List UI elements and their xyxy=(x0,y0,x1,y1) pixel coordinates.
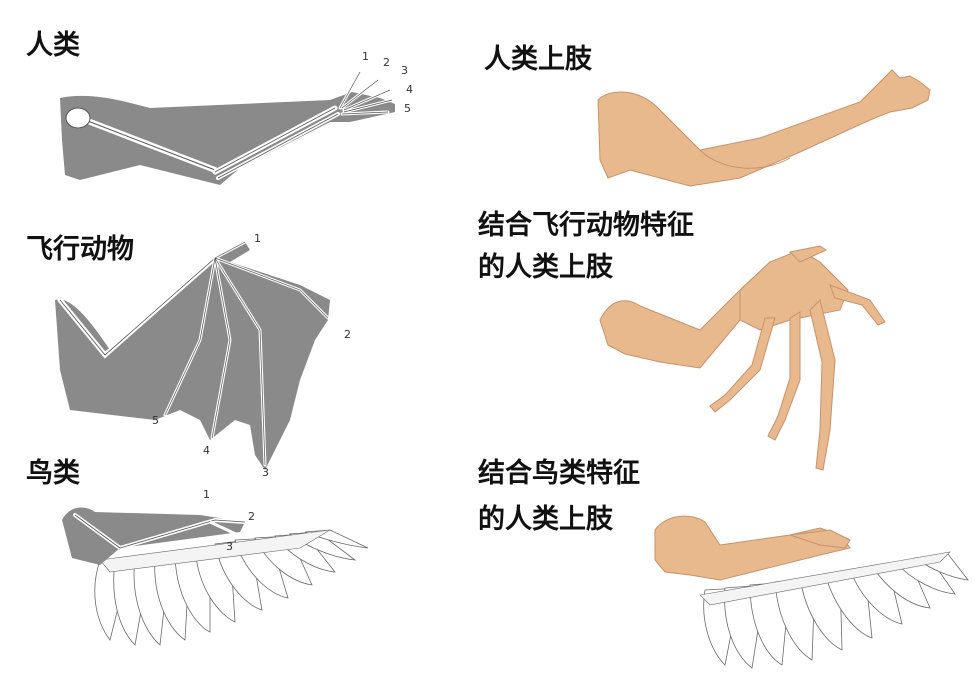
human-digit-5: 5 xyxy=(404,102,411,115)
flying-animal-label: 飞行动物 xyxy=(26,234,134,265)
bird-like-feathers xyxy=(703,553,969,669)
human-upper-limb-label: 人类上肢 xyxy=(484,44,592,75)
bird-digit-3: 3 xyxy=(226,540,233,553)
human-digit-4: 4 xyxy=(406,83,413,96)
human-digit-1: 1 xyxy=(362,50,369,63)
flying-combined-label-line1: 结合飞行动物特征 xyxy=(478,210,694,241)
bird-digit-2: 2 xyxy=(248,510,255,523)
bat-digit-3: 3 xyxy=(262,466,269,479)
human-digit-2: 2 xyxy=(383,56,390,69)
flying-combined-label-line2: 的人类上肢 xyxy=(478,252,613,283)
bat-digit-2: 2 xyxy=(344,328,351,341)
human-digit-3: 3 xyxy=(401,64,408,77)
bird-digit-1: 1 xyxy=(203,488,210,501)
bird-combined-label-line1: 结合鸟类特征 xyxy=(478,458,640,489)
bat-digit-5: 5 xyxy=(152,414,159,427)
human-label: 人类 xyxy=(26,30,80,61)
bat-digit-4: 4 xyxy=(203,444,210,457)
bird-combined-label-line2: 的人类上肢 xyxy=(478,504,613,535)
human-arm-silhouette xyxy=(60,92,395,185)
bat-digit-1: 1 xyxy=(254,232,261,245)
bird-label: 鸟类 xyxy=(26,458,80,489)
